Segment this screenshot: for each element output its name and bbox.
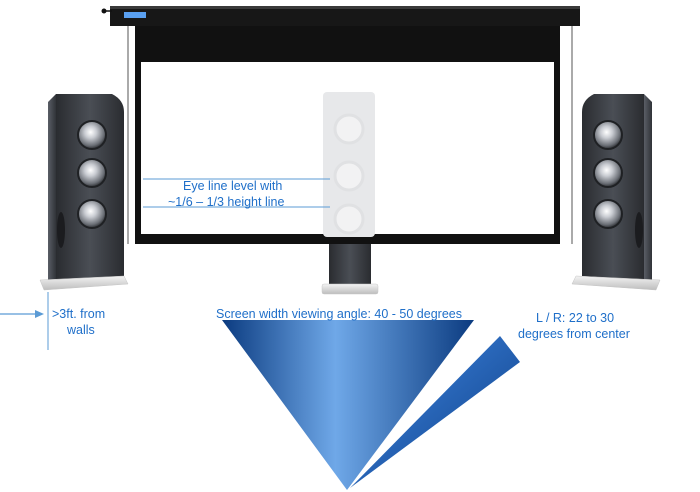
lr-angle-label-line2: degrees from center (518, 327, 630, 341)
right-driver-low (593, 199, 623, 229)
walls-distance-label-line1: >3ft. from (52, 307, 106, 321)
viewing-angle-label: Screen width viewing angle: 40 - 50 degr… (216, 307, 462, 321)
center-speaker-stand (329, 244, 371, 286)
screen-logo-badge (124, 12, 146, 18)
left-driver-low (77, 199, 107, 229)
tower-speaker-right (571, 94, 661, 291)
left-speaker-port (57, 212, 65, 248)
center-speaker-base (321, 283, 379, 295)
left-speaker-base (39, 275, 129, 291)
wall-distance-arrow-head (35, 310, 44, 318)
right-driver-mid (593, 158, 623, 188)
right-speaker-base (571, 275, 661, 291)
center-driver-ghost-top (333, 113, 365, 145)
right-speaker-port (635, 212, 643, 248)
eye-line-label-line1: Eye line level with (183, 179, 283, 193)
lr-angle-label-line1: L / R: 22 to 30 (536, 311, 615, 325)
walls-distance-label-line2: walls (67, 323, 95, 337)
left-driver-top (77, 120, 107, 150)
viewing-angle-cone (222, 320, 474, 490)
screen-top-bar (110, 6, 580, 26)
screen-cord-knob (101, 8, 107, 14)
screen-black-drop (135, 26, 560, 58)
right-driver-top (593, 120, 623, 150)
tower-speaker-left (39, 94, 129, 291)
left-driver-mid (77, 158, 107, 188)
left-speaker-side (48, 94, 56, 282)
screen-top-highlight (110, 6, 580, 9)
eye-line-label-line2: ~1/6 – 1/3 height line (168, 195, 285, 209)
center-speaker-icon (321, 92, 379, 295)
center-driver-ghost-mid (333, 160, 365, 192)
center-driver-ghost-low (333, 203, 365, 235)
right-speaker-side (644, 94, 652, 282)
lr-angle-sliver (350, 336, 520, 488)
